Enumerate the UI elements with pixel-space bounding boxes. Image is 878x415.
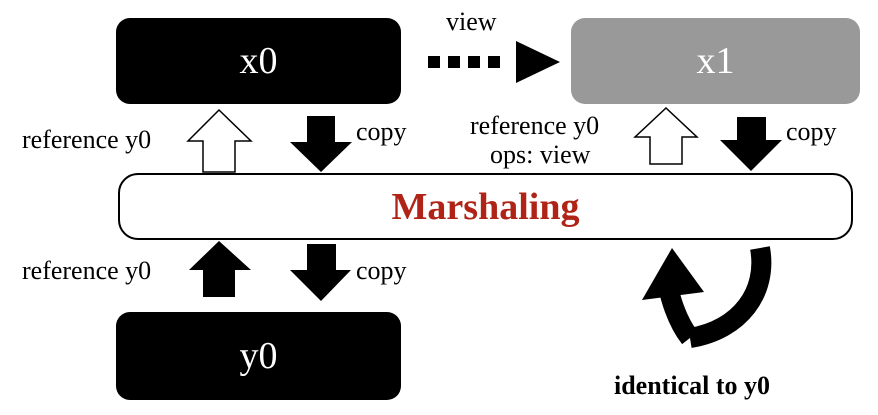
view-label: view (446, 7, 497, 36)
y0-node: y0 (116, 312, 401, 400)
x1-node: x1 (571, 18, 860, 104)
marshaling-box: Marshaling (118, 173, 853, 240)
x0-reference-label: reference y0 (22, 125, 152, 154)
view-dotted-arrow (428, 41, 560, 83)
x0-label: x0 (239, 40, 278, 82)
x0-copy-label: copy (356, 117, 407, 146)
x1-ops-label: ops: view (490, 140, 591, 169)
x0-reference-arrow (186, 108, 253, 173)
identical-loop-arrow (642, 246, 772, 348)
y0-reference-arrow (189, 241, 251, 297)
y0-reference-label: reference y0 (22, 256, 152, 285)
x1-copy-label: copy (786, 117, 837, 146)
x0-copy-arrow (290, 116, 352, 172)
x0-node: x0 (116, 18, 401, 104)
x1-reference-label: reference y0 (470, 111, 600, 140)
identical-label: identical to y0 (614, 371, 770, 400)
marshaling-label: Marshaling (391, 185, 580, 228)
x1-copy-arrow (720, 117, 782, 171)
y0-copy-label: copy (356, 256, 407, 285)
y0-copy-arrow (290, 244, 351, 301)
y0-label: y0 (239, 335, 278, 377)
x1-reference-arrow (633, 106, 699, 165)
x1-label: x1 (696, 40, 735, 82)
